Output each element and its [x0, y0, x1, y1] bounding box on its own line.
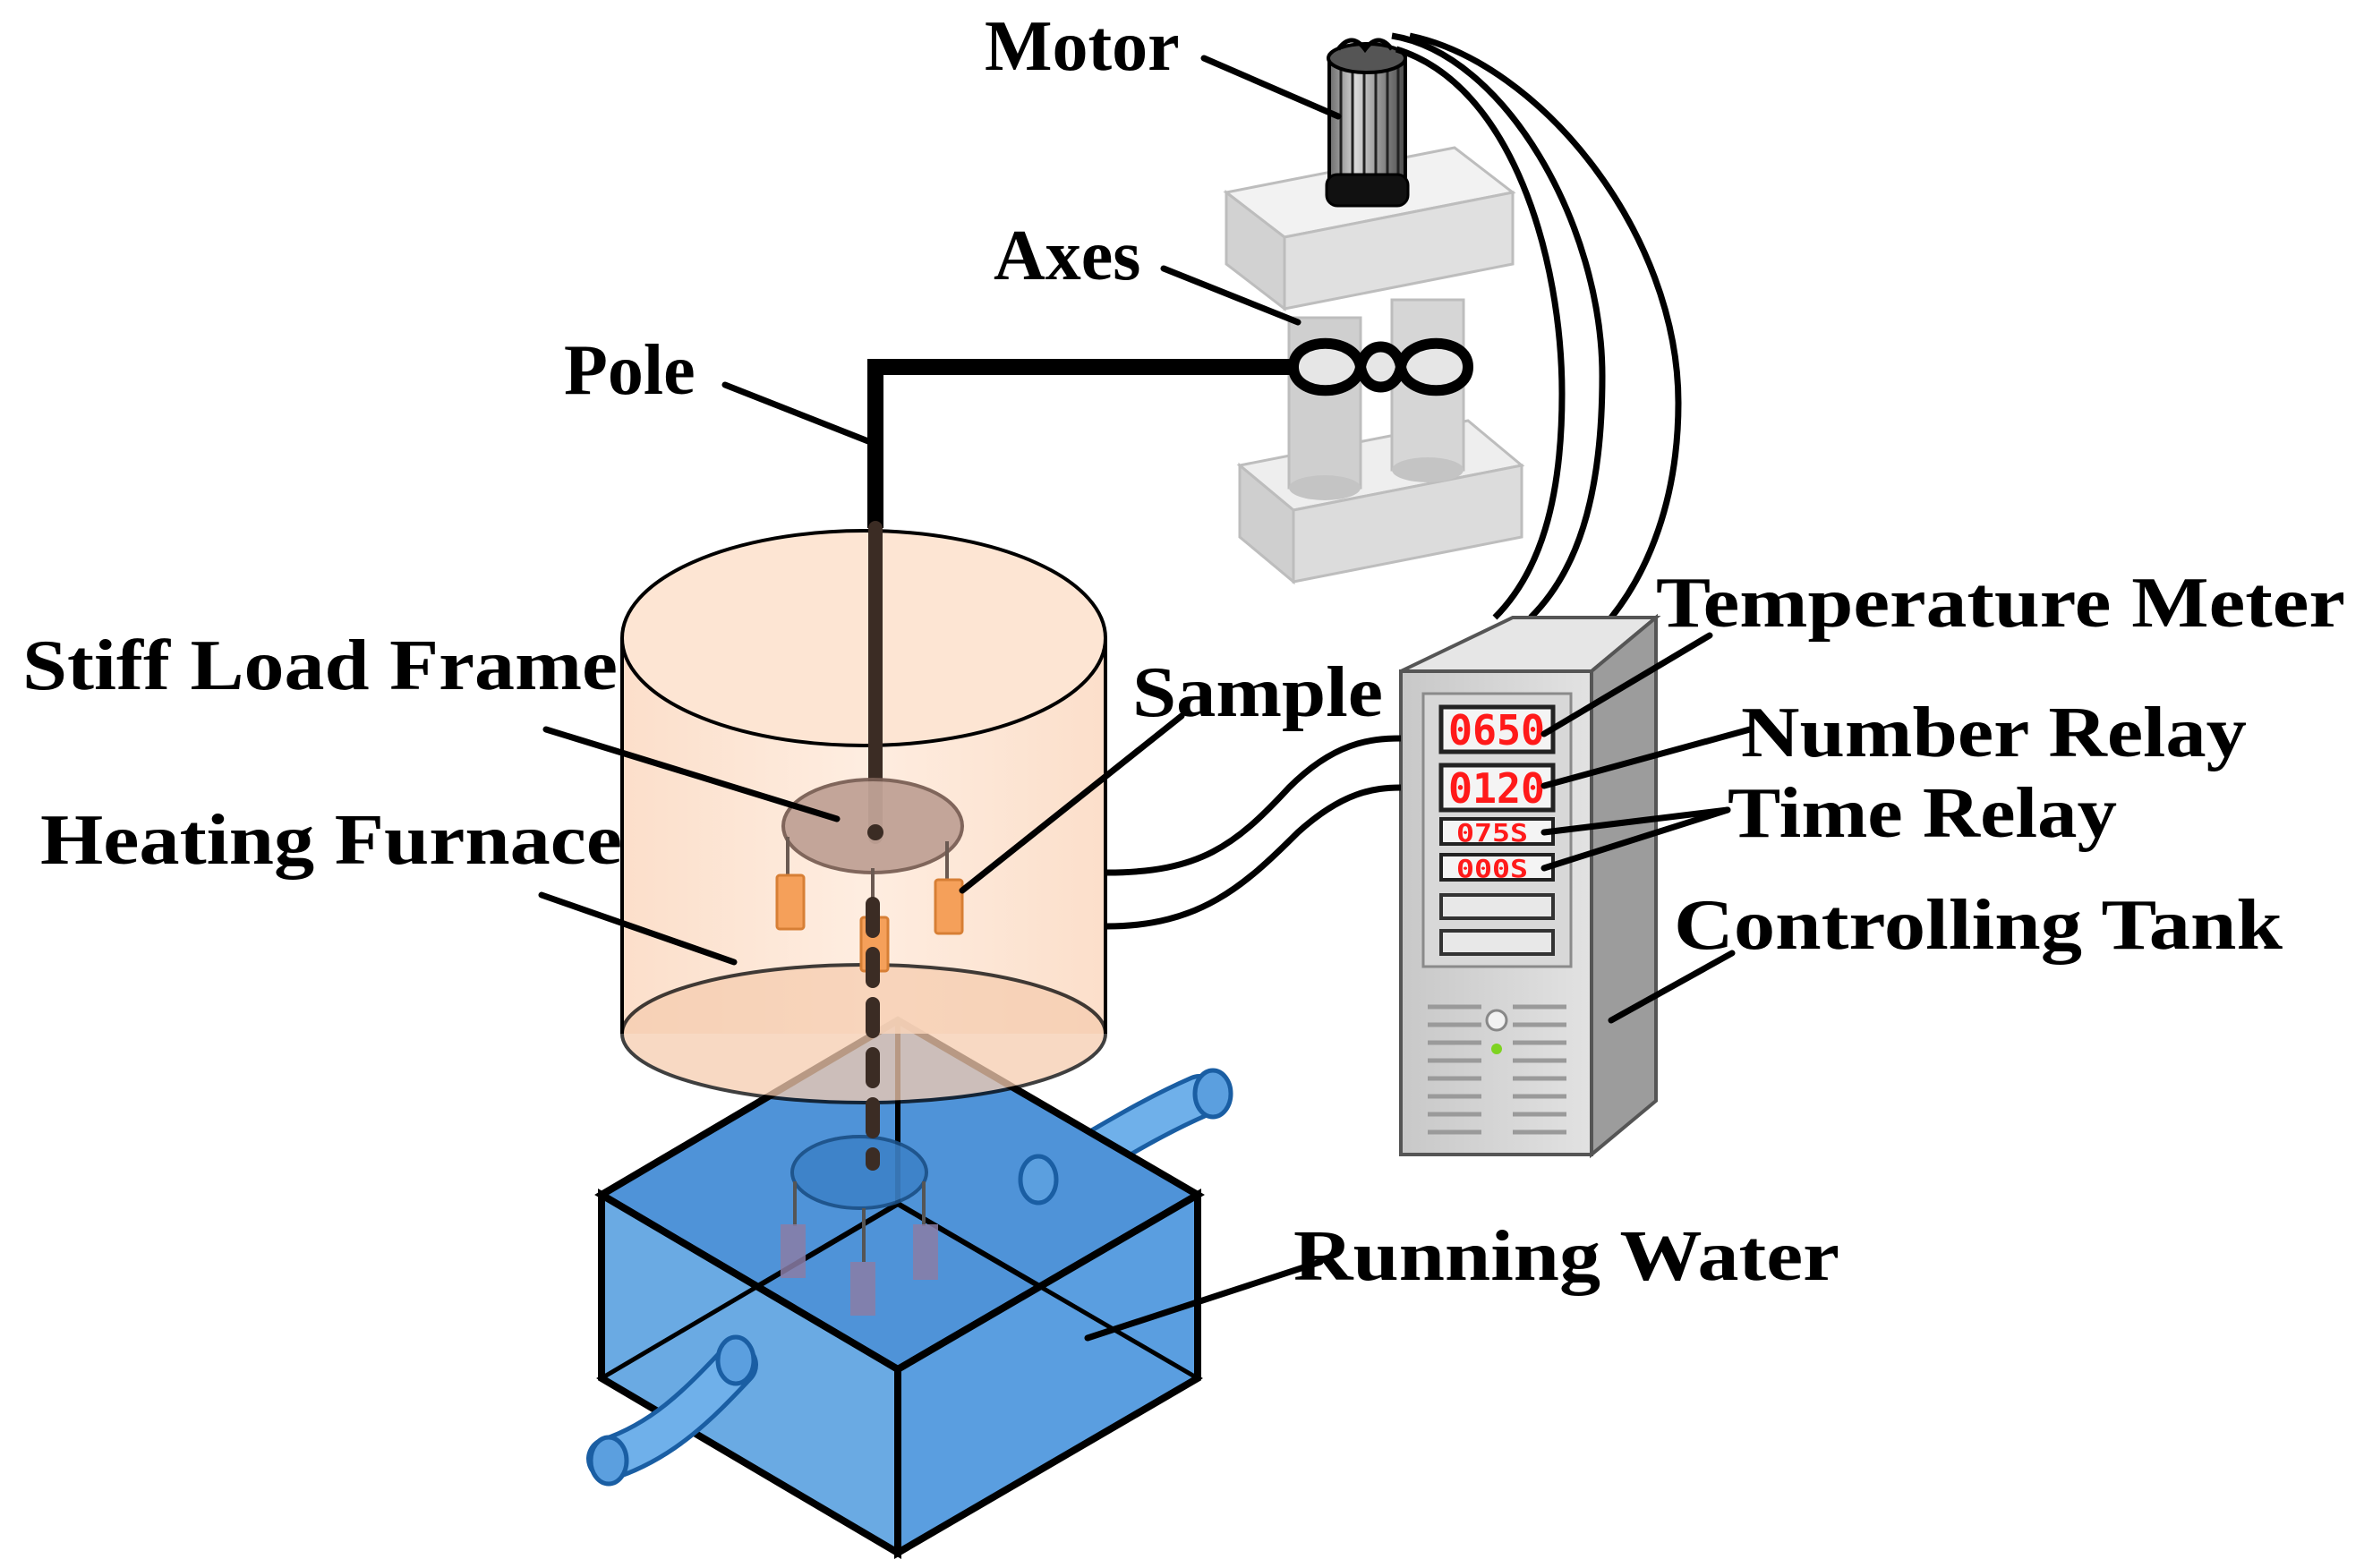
temperature-value: 0650	[1448, 706, 1545, 754]
label-temperature-meter: Temperature Meter	[1656, 564, 2345, 643]
label-heating-furnace: Heating Furnace	[40, 801, 622, 880]
label-stiff-load-frame: Stiff Load Frame	[22, 626, 618, 705]
furnace-wires	[1106, 735, 1402, 930]
controlling-tank	[1399, 613, 1661, 1159]
label-pole: Pole	[564, 331, 696, 410]
number-relay-display: 0120	[1438, 763, 1556, 813]
label-time-relay: Time Relay	[1728, 774, 2117, 853]
motor-wires	[1391, 32, 1682, 620]
status-led-icon	[1491, 1044, 1502, 1054]
power-button-icon	[1485, 1009, 1508, 1032]
time-value-2: 000S	[1456, 854, 1528, 883]
label-running-water: Running Water	[1293, 1217, 1839, 1296]
time-value-1: 075S	[1456, 818, 1528, 848]
running-water-tank	[586, 1016, 1233, 1559]
temperature-meter-display: 0650	[1438, 704, 1556, 754]
pole	[867, 359, 1298, 528]
label-axes: Axes	[994, 217, 1140, 295]
heating-furnace	[620, 521, 1107, 1171]
motor	[1325, 38, 1410, 208]
label-number-relay: Number Relay	[1741, 694, 2247, 772]
time-relay-display-1: 075S	[1439, 817, 1555, 848]
label-controlling-tank: Controlling Tank	[1674, 886, 2283, 965]
leader-lines	[538, 55, 1754, 1342]
time-relay-display-2: 000S	[1439, 853, 1555, 883]
label-sample: Sample	[1132, 653, 1383, 732]
label-motor: Motor	[985, 7, 1180, 86]
number-value: 0120	[1448, 764, 1545, 813]
labels: Motor Axes Pole Stiff Load Frame Heating…	[22, 7, 2345, 1296]
